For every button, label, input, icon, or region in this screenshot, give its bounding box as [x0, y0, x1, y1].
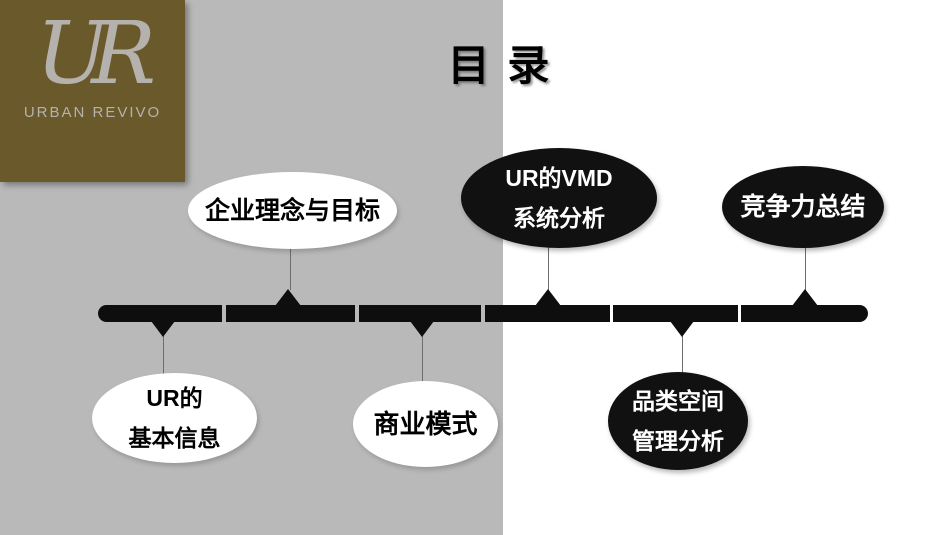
toc-node-label: 系统分析: [513, 205, 605, 231]
toc-node-label: 基本信息: [128, 425, 221, 451]
connector-line: [548, 247, 549, 290]
toc-node-business-model: 商业模式: [353, 381, 498, 467]
timeline-segment: [613, 305, 738, 322]
brand-logo: UR URBAN REVIVO: [0, 0, 185, 182]
toc-node-concept-goals: 企业理念与目标: [188, 172, 397, 249]
connector-line: [682, 336, 683, 374]
toc-node-label: UR的VMD: [505, 165, 613, 191]
toc-node-competitiveness: 竞争力总结: [722, 166, 884, 248]
connector-line: [290, 246, 291, 290]
arrow-up-icon: [275, 289, 301, 306]
toc-node-label: 企业理念与目标: [204, 196, 380, 225]
arrow-down-icon: [151, 321, 175, 337]
timeline-segment: [359, 305, 481, 322]
connector-line: [163, 336, 164, 375]
toc-node-vmd-analysis: UR的VMD 系统分析: [461, 148, 657, 248]
connector-line: [422, 336, 423, 383]
toc-node-category-space: 品类空间 管理分析: [608, 372, 748, 470]
arrow-up-icon: [792, 289, 818, 306]
page-title: 目 录: [447, 42, 553, 89]
toc-node-label: UR的: [146, 385, 203, 411]
toc-node-label: 竞争力总结: [740, 193, 866, 221]
toc-node-basic-info: UR的 基本信息: [92, 373, 257, 463]
timeline-segment: [741, 305, 868, 322]
timeline-segment: [226, 305, 355, 322]
connector-line: [805, 247, 806, 290]
toc-node-label: 品类空间: [632, 388, 724, 414]
arrow-down-icon: [410, 321, 434, 337]
timeline-segment: [485, 305, 610, 322]
toc-node-label: 商业模式: [373, 409, 478, 439]
brand-name: URBAN REVIVO: [23, 104, 162, 122]
ur-monogram-icon: UR: [35, 4, 156, 104]
arrow-down-icon: [670, 321, 694, 337]
arrow-up-icon: [535, 289, 561, 306]
timeline-segment: [98, 305, 222, 322]
toc-node-label: 管理分析: [632, 428, 724, 454]
